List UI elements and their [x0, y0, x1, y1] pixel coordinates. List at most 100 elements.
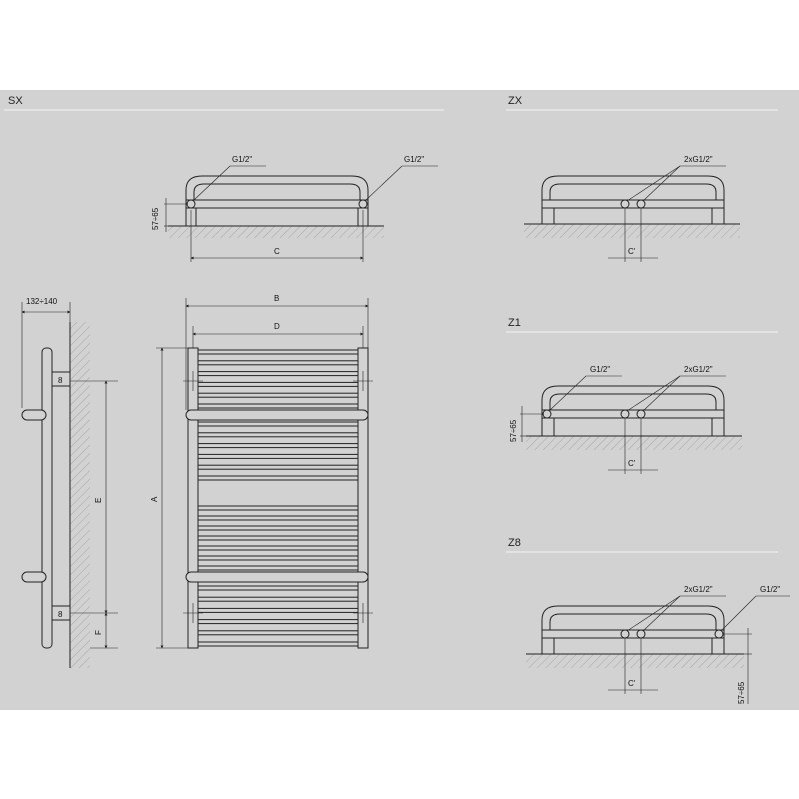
- front-rung: [197, 515, 359, 521]
- side-bracket-lower-8: 8: [58, 610, 63, 619]
- sx-wall-hatch: [168, 226, 384, 238]
- front-rung: [197, 371, 359, 377]
- side-bracket-upper-8: 8: [58, 376, 63, 385]
- z8-height-label: 57÷65: [737, 681, 746, 704]
- front-rung: [197, 381, 359, 387]
- z1-g12-label: G1/2": [590, 365, 610, 374]
- sx-top-rail-inner: [193, 183, 361, 200]
- front-rung: [197, 464, 359, 470]
- section-title-zx: ZX: [508, 95, 523, 107]
- z8-leader-1: [626, 595, 681, 632]
- sx-right-leader: [365, 165, 403, 201]
- front-rung: [197, 475, 359, 481]
- front-rung: [197, 555, 359, 561]
- front-rung: [197, 545, 359, 551]
- zx-rail-outer: [541, 175, 725, 200]
- z8-header-pipe: [541, 629, 725, 639]
- zx-wall-hatch: [524, 224, 740, 238]
- section-title-sx: SX: [8, 95, 23, 107]
- sx-top-view: G1/2" G1/2" 57÷65 C: [151, 155, 438, 262]
- z1-cp-label: C': [628, 459, 636, 468]
- side-collector: [41, 347, 53, 649]
- z1-rail-outer: [541, 385, 725, 410]
- front-rung: [197, 432, 359, 438]
- front-rung: [197, 421, 359, 427]
- side-towel-bar-lower: [21, 571, 47, 583]
- z8-wall-hatch: [526, 654, 744, 668]
- front-towel-bar-upper: [185, 409, 369, 421]
- front-rung: [197, 349, 359, 355]
- section-title-z1: Z1: [508, 317, 521, 329]
- z1-leader-2: [642, 375, 681, 412]
- front-rung: [197, 505, 359, 511]
- z8-g12-label: G1/2": [760, 585, 780, 594]
- z8-side-connection: [714, 629, 724, 639]
- sx-left-leader: [193, 165, 231, 201]
- z8-top-view: 2xG1/2" G1/2" 57÷65 C': [526, 585, 790, 704]
- z8-rail-inner: [549, 613, 717, 630]
- z8-right-foot: [711, 637, 725, 655]
- zx-leader-2: [642, 165, 681, 202]
- zx-header-pipe: [541, 199, 725, 209]
- drawing-background: [0, 90, 799, 710]
- zx-left-foot: [541, 207, 555, 225]
- sx-top-rail-outer: [185, 175, 369, 200]
- front-d-label: D: [274, 322, 280, 331]
- z8-leader-2: [642, 595, 681, 632]
- z8-two-g12-label: 2xG1/2": [684, 585, 713, 594]
- front-rung: [197, 619, 359, 625]
- front-rung: [197, 641, 359, 647]
- z1-header-pipe: [541, 409, 725, 419]
- z1-left-foot: [541, 417, 555, 437]
- front-towel-bar-lower: [185, 571, 369, 583]
- zx-leader-1: [626, 165, 681, 202]
- front-rung: [197, 525, 359, 531]
- front-rung: [197, 403, 359, 409]
- front-rungs: [197, 349, 359, 647]
- sx-c-label: C: [274, 247, 280, 256]
- zx-rail-inner: [549, 183, 717, 200]
- z8-cp-label: C': [628, 679, 636, 688]
- zx-right-foot: [711, 207, 725, 225]
- z1-leader-1: [626, 375, 681, 412]
- front-view: B D A: [150, 294, 373, 649]
- front-rung: [197, 585, 359, 591]
- side-e-label: E: [94, 498, 103, 503]
- front-rung: [197, 565, 359, 571]
- side-wall-hatch: [70, 322, 90, 668]
- front-rung: [197, 360, 359, 366]
- side-bracket-upper: [51, 371, 71, 387]
- section-title-z8: Z8: [508, 537, 521, 549]
- side-view: 8 8 132÷140 E F: [21, 297, 118, 668]
- sx-left-g12-label: G1/2": [232, 155, 252, 164]
- z8-rail-outer: [541, 605, 725, 630]
- side-width-label: 132÷140: [26, 297, 58, 306]
- zx-top-view: 2xG1/2" C': [524, 155, 740, 262]
- front-rung: [197, 392, 359, 398]
- sx-right-connection: [358, 199, 368, 209]
- sx-right-g12-label: G1/2": [404, 155, 424, 164]
- front-rung: [197, 443, 359, 449]
- zx-cp-label: C': [628, 247, 636, 256]
- z1-wall-hatch: [526, 436, 742, 450]
- z1-rail-inner: [549, 393, 717, 410]
- front-rung: [197, 607, 359, 613]
- z1-right-foot: [711, 417, 725, 437]
- sx-height-label: 57÷65: [151, 207, 160, 230]
- side-f-label: F: [94, 630, 103, 635]
- sx-top-header-pipe: [185, 199, 369, 209]
- z1-g12-leader: [548, 375, 587, 412]
- zx-two-g12-label: 2xG1/2": [684, 155, 713, 164]
- z8-g12-leader: [720, 595, 757, 632]
- front-rung: [197, 453, 359, 459]
- z1-top-view: G1/2" 2xG1/2" 57÷65 C': [509, 365, 742, 474]
- z8-left-foot: [541, 637, 555, 655]
- side-towel-bar-upper: [21, 409, 47, 421]
- z1-two-g12-label: 2xG1/2": [684, 365, 713, 374]
- front-a-label: A: [150, 496, 159, 502]
- front-rung: [197, 535, 359, 541]
- z1-height-label: 57÷65: [509, 419, 518, 442]
- front-b-label: B: [274, 294, 279, 303]
- front-rung: [197, 630, 359, 636]
